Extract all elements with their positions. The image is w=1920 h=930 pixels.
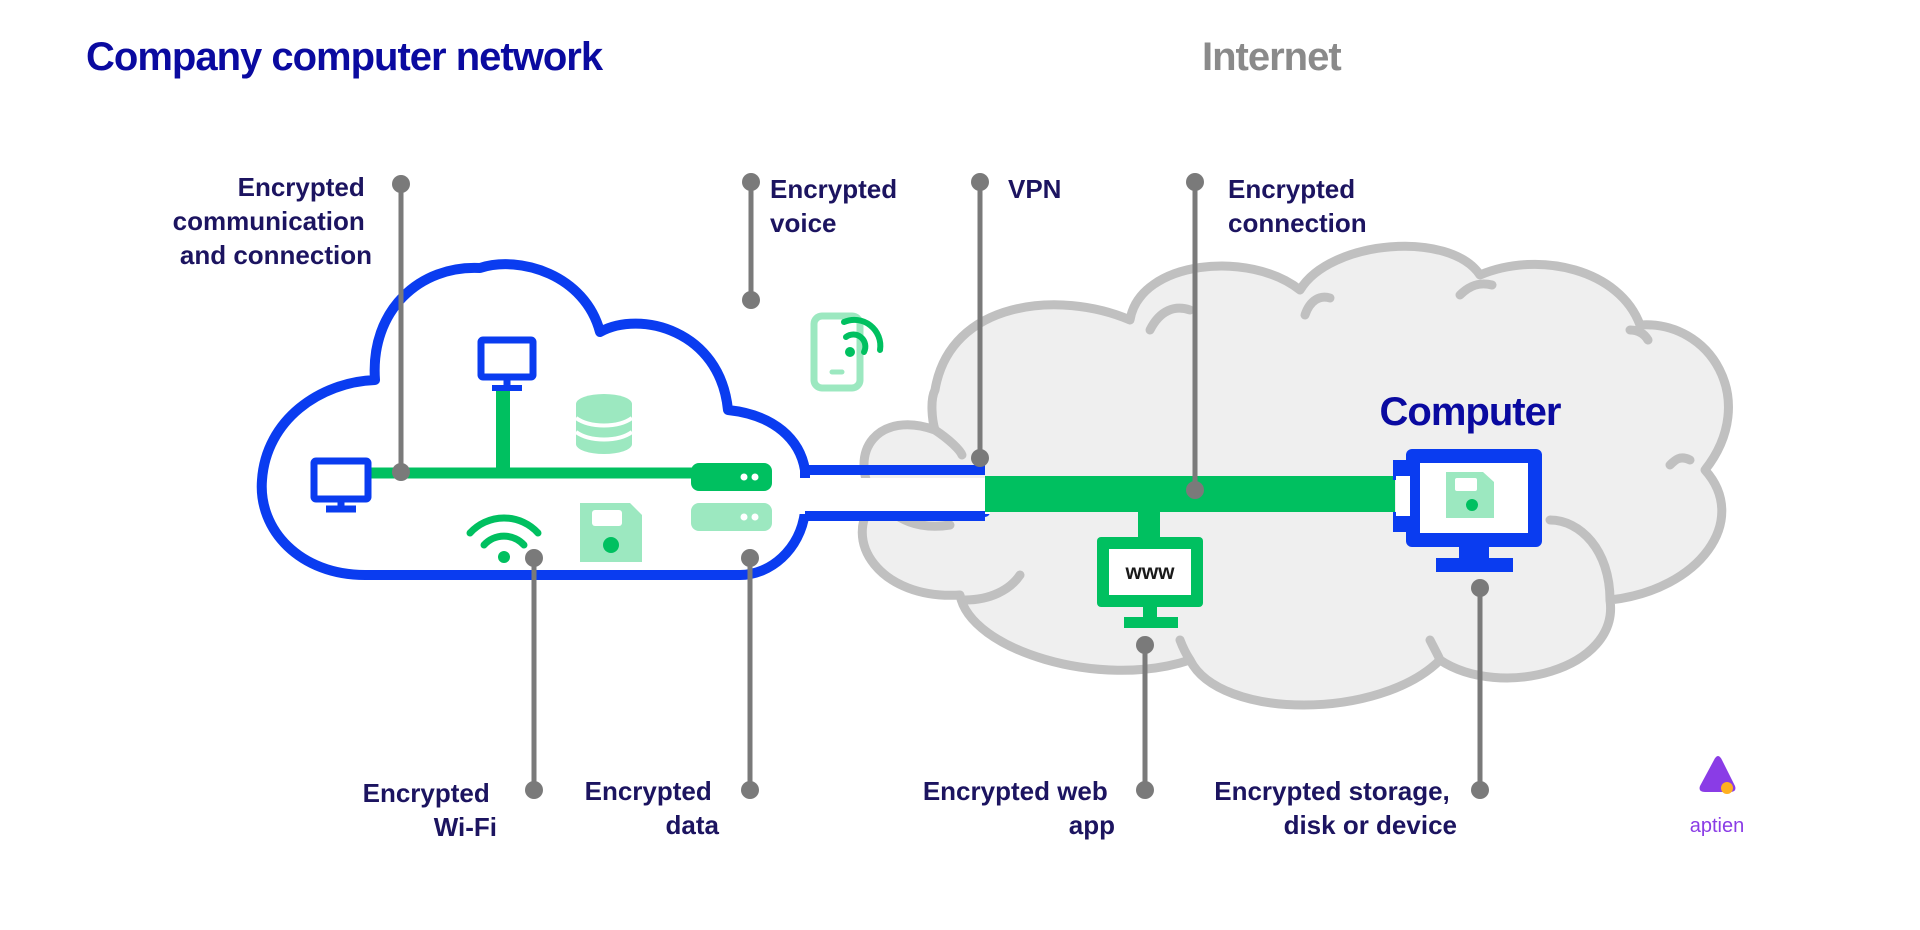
label-encrypted-communication: Encrypted communication and connection: [173, 172, 372, 270]
label-encrypted-wifi: Encrypted Wi-Fi: [363, 778, 497, 842]
label-vpn: VPN: [1008, 174, 1061, 204]
label-line: communication: [173, 206, 365, 236]
server-icon: [691, 463, 772, 531]
logo-text: aptien: [1690, 815, 1745, 837]
encrypted-tunnel: [985, 476, 1395, 540]
label-encrypted-voice: Encrypted voice: [770, 174, 904, 238]
label-encrypted-connection: Encrypted connection: [1228, 174, 1367, 238]
www-text: www: [1124, 561, 1175, 584]
label-line: Encrypted storage,: [1214, 776, 1450, 806]
label-line: Encrypted web: [923, 776, 1108, 806]
label-line: Encrypted: [238, 172, 365, 202]
label-line: VPN: [1008, 174, 1061, 204]
label-line: Encrypted: [585, 776, 712, 806]
label-line: Wi-Fi: [434, 812, 497, 842]
label-encrypted-storage: Encrypted storage, disk or device: [1214, 776, 1457, 840]
label-line: Encrypted: [770, 174, 897, 204]
label-line: data: [666, 810, 720, 840]
label-line: disk or device: [1284, 810, 1457, 840]
company-network-backbone: [370, 390, 700, 479]
title-company-network: Company computer network: [86, 35, 604, 79]
floppy-disk-icon: [580, 503, 642, 562]
desktop-monitor-icon: [310, 457, 372, 513]
label-line: Encrypted: [363, 778, 490, 808]
internet-cloud: [857, 241, 1733, 710]
web-monitor-icon: www: [1097, 537, 1203, 628]
label-encrypted-data: Encrypted data: [585, 776, 720, 840]
label-line: and connection: [180, 240, 372, 270]
computer-label: Computer: [1380, 390, 1561, 434]
aptien-logo-icon: aptien: [1690, 756, 1745, 837]
mobile-phone-icon: [810, 312, 884, 392]
label-line: voice: [770, 208, 837, 238]
label-line: connection: [1228, 208, 1367, 238]
database-icon: [574, 394, 634, 454]
desktop-monitor-icon: [477, 336, 537, 391]
label-line: Encrypted: [1228, 174, 1355, 204]
title-internet: Internet: [1202, 35, 1341, 79]
callout-pins: [392, 173, 1489, 799]
wifi-icon: [466, 514, 542, 563]
label-encrypted-web-app: Encrypted web app: [923, 776, 1115, 840]
label-line: app: [1069, 810, 1115, 840]
computer-monitor-icon: [1393, 449, 1542, 572]
